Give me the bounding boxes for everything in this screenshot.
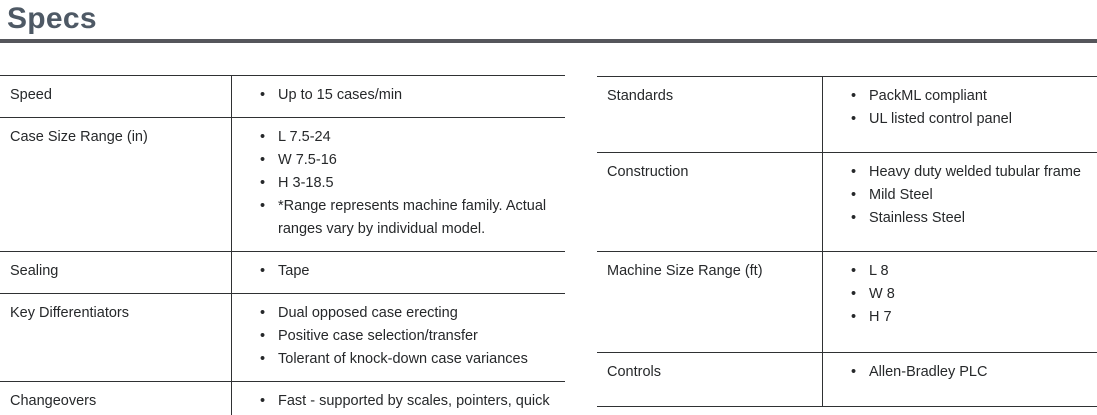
spec-label: Case Size Range (in) [10,129,148,145]
spec-item: PackML compliant [823,85,1091,108]
spec-values: Fast - supported by scales, pointers, qu… [231,382,565,415]
spec-item: L 7.5-24 [232,126,559,149]
spec-bullet-list: PackML compliantUL listed control panel [823,85,1091,131]
table-row: Key Differentiators Dual opposed case ere… [0,293,565,381]
spec-item: Tape [232,260,559,283]
table-row: Machine Size Range (ft) L 8W 8H 7 [597,251,1097,352]
spec-label: Sealing [10,263,59,279]
spec-bullet-list: Allen-Bradley PLC [823,361,1091,384]
spec-item: Heavy duty welded tubular frame [823,161,1091,184]
spec-item: W 7.5-16 [232,149,559,172]
spec-values: Dual opposed case erectingPositive case … [231,294,565,381]
spec-bullet-list: L 8W 8H 7 [823,260,1091,329]
spec-bullet-list: Fast - supported by scales, pointers, qu… [232,390,559,415]
spec-item: Dual opposed case erecting [232,302,559,325]
spec-label: Speed [10,87,52,103]
spec-values: Heavy duty welded tubular frameMild Stee… [822,153,1097,251]
spec-label: Changeovers [10,393,97,409]
spec-bullet-list: Up to 15 cases/min [232,84,559,107]
spec-bullet-list: Tape [232,260,559,283]
spec-values: PackML compliantUL listed control panel [822,77,1097,152]
spec-item: Fast - supported by scales, pointers, qu… [232,390,559,415]
spec-item: L 8 [823,260,1091,283]
spec-item: Mild Steel [823,184,1091,207]
table-row: Case Size Range (in) L 7.5-24W 7.5-16H 3-… [0,117,565,251]
table-row: Controls Allen-Bradley PLC [597,352,1097,407]
spec-values: Tape [231,252,565,293]
spec-values: L 8W 8H 7 [822,252,1097,352]
spec-item: Up to 15 cases/min [232,84,559,107]
spec-values: Allen-Bradley PLC [822,353,1097,406]
spec-bullet-list: Heavy duty welded tubular frameMild Stee… [823,161,1091,230]
spec-label: Key Differentiators [10,305,130,321]
page-title: Specs [7,2,97,35]
spec-item: Allen-Bradley PLC [823,361,1091,384]
table-row: Changeovers Fast - supported by scales, p… [0,381,565,415]
spec-label: Standards [607,88,674,104]
spec-item: W 8 [823,283,1091,306]
specs-table-right: Standards PackML compliantUL listed contr… [597,76,1097,407]
spec-label: Machine Size Range (ft) [607,263,763,279]
spec-item: H 3-18.5 [232,172,559,195]
table-row: Speed Up to 15 cases/min [0,75,565,117]
table-row: Construction Heavy duty welded tubular fr… [597,152,1097,251]
spec-item: H 7 [823,306,1091,329]
spec-bullet-list: Dual opposed case erectingPositive case … [232,302,559,371]
spec-label: Construction [607,164,689,180]
spec-item: Positive case selection/transfer [232,325,559,348]
spec-label: Controls [607,364,661,380]
spec-bullet-list: L 7.5-24W 7.5-16H 3-18.5*Range represent… [232,126,559,241]
title-divider-rule [0,39,1097,43]
table-row: Standards PackML compliantUL listed contr… [597,76,1097,152]
spec-item: Tolerant of knock-down case variances [232,348,559,371]
spec-item: *Range represents machine family. Actual… [232,195,559,241]
spec-values: Up to 15 cases/min [231,76,565,117]
spec-values: L 7.5-24W 7.5-16H 3-18.5*Range represent… [231,118,565,251]
spec-item: Stainless Steel [823,207,1091,230]
spec-item: UL listed control panel [823,108,1091,131]
table-row: Sealing Tape [0,251,565,293]
